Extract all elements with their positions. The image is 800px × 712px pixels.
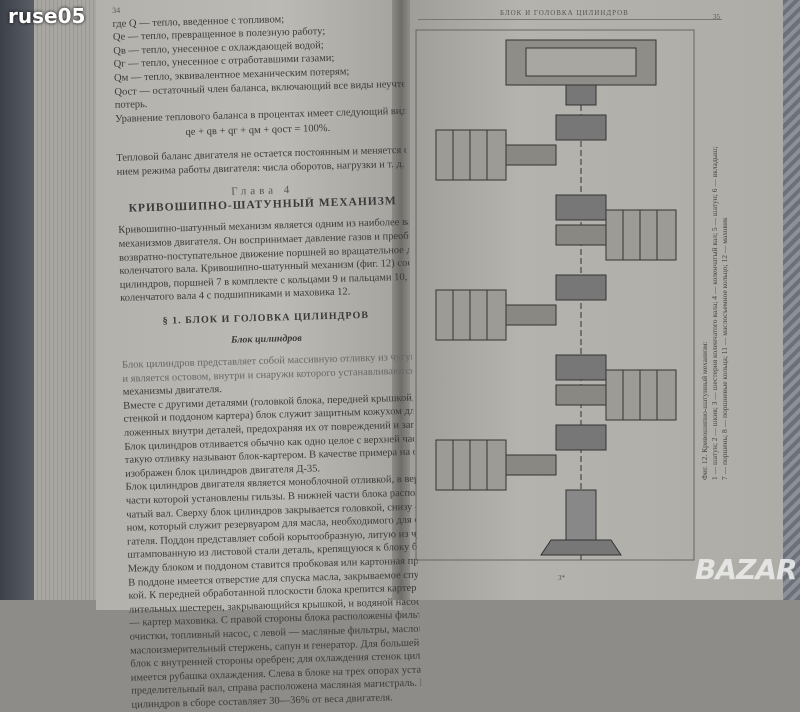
header-rule [418,19,722,20]
piston [605,369,677,421]
pulley [565,489,597,541]
book-cover-edge [0,0,34,600]
connecting-rod [505,454,557,476]
piston [435,289,507,341]
connecting-rod [555,224,607,246]
book-gutter [392,0,410,600]
connecting-rod [505,304,557,326]
figure-legend: 1 — шатун; 2 — шкив; 3 — шестерня коленч… [710,146,719,480]
main-journal [555,274,607,301]
paragraph: Тепловой баланс двигателя не остается по… [116,144,407,179]
flange [565,84,597,106]
intro-paragraph: Кривошипно-шатунный механизм является од… [118,216,410,306]
running-header: БЛОК И ГОЛОВКА ЦИЛИНДРОВ [500,9,629,17]
watermark: ruse05 [8,4,86,28]
page-number-right: 35 [713,13,720,21]
left-page [96,0,402,610]
main-journal [555,114,607,141]
figure-frame [415,29,695,561]
subsection-title: Блок цилиндров [230,333,302,347]
signature-mark: 3* [558,574,565,582]
crankshaft-diagram [415,29,695,561]
definitions-list: где Q — тепло, введенное с топливом;Qe —… [112,9,405,126]
figure-legend-2: 7 — поршень; 8 — поршневые кольца; 11 — … [720,217,729,480]
connecting-rod [505,144,557,166]
main-journal [555,194,607,221]
main-journal [555,354,607,381]
connecting-rod [555,384,607,406]
left-page-text: 34 где Q — тепло, введенное с топливом;Q… [112,0,422,712]
background-surface [783,0,800,600]
main-journal [555,424,607,451]
page-stack [34,0,104,600]
piston [435,129,507,181]
section-title: § 1. БЛОК И ГОЛОВКА ЦИЛИНДРОВ [162,309,370,327]
figure-caption-title: Фиг. 12. Кривошипно-шатунный механизм: [700,341,709,480]
piston [435,439,507,491]
bazar-logo: BAZAR [695,553,798,586]
body-text: Блок цилиндров представляет собой массив… [122,351,422,712]
piston [605,209,677,261]
figure-caption: Фиг. 12. Кривошипно-шатунный механизм: 1… [700,146,730,480]
